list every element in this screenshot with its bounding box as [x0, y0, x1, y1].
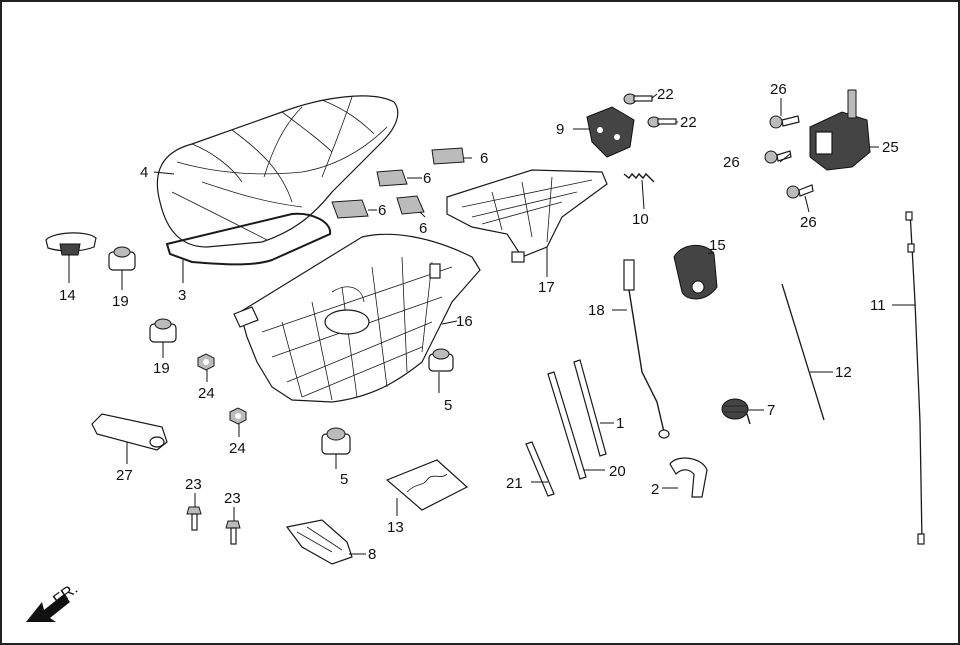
helmet-box [233, 233, 481, 403]
leader-lines [68, 93, 915, 555]
callout-24b: 24 [229, 440, 246, 457]
callout-4: 4 [140, 164, 148, 181]
nut-24a [197, 353, 215, 371]
callout-6b: 6 [423, 170, 431, 187]
callout-22b: 22 [680, 114, 697, 131]
pad-6a [431, 147, 465, 165]
seat-lock-catch [586, 106, 635, 158]
cable-11 [905, 211, 925, 545]
callout-15: 15 [709, 237, 726, 254]
front-direction-indicator: FR. [26, 580, 81, 622]
callout-19a: 19 [112, 293, 129, 310]
callout-6a: 6 [480, 150, 488, 167]
callout-13: 13 [387, 519, 404, 536]
pad-6c [331, 199, 369, 219]
callout-18: 18 [588, 302, 605, 319]
pad-6d [396, 195, 425, 215]
callout-1: 1 [616, 415, 624, 432]
lock-cover-15 [673, 244, 718, 300]
screw-26b [764, 150, 792, 164]
callout-7: 7 [767, 402, 775, 419]
callout-23a: 23 [185, 476, 202, 493]
hook-14 [45, 232, 97, 256]
rod-21 [525, 441, 555, 497]
cable-18 [623, 259, 670, 439]
seat-gasket [165, 212, 332, 266]
bumper-19a [108, 246, 136, 271]
callout-26c: 26 [800, 214, 817, 231]
bumper-5b [321, 427, 351, 455]
callout-26a: 26 [770, 81, 787, 98]
callout-22a: 22 [657, 86, 674, 103]
manual-13 [385, 459, 469, 511]
bracket-27 [91, 413, 168, 451]
callout-3: 3 [178, 287, 186, 304]
spring-7 [721, 398, 751, 425]
callout-27: 27 [116, 467, 133, 484]
callout-14: 14 [59, 287, 76, 304]
arrow-down-left-icon [26, 594, 70, 622]
screw-26a [769, 115, 800, 129]
callout-12: 12 [835, 364, 852, 381]
callout-6d: 6 [419, 220, 427, 237]
bolt-23b [225, 520, 241, 545]
bolt-23a [186, 506, 202, 531]
callout-20: 20 [609, 463, 626, 480]
callout-17: 17 [538, 279, 555, 296]
bumper-19b [149, 318, 177, 343]
bumper-5a [428, 348, 454, 372]
bolt-22b [647, 116, 677, 128]
rod-1 [573, 359, 607, 457]
callout-23b: 23 [224, 490, 241, 507]
seat [156, 95, 399, 248]
callout-9: 9 [556, 121, 564, 138]
bolt-22a [623, 93, 653, 105]
pad-6b [376, 169, 408, 187]
wire-12 [781, 283, 825, 421]
callout-11: 11 [870, 297, 886, 314]
callout-6c: 6 [378, 202, 386, 219]
callout-5b: 5 [340, 471, 348, 488]
callout-5a: 5 [444, 397, 452, 414]
callout-21: 21 [506, 475, 523, 492]
callout-10: 10 [632, 211, 649, 228]
rod-20 [547, 371, 587, 480]
callout-24a: 24 [198, 385, 215, 402]
screw-26c [786, 184, 814, 199]
seat-lock-assembly [809, 89, 871, 171]
callout-labels: 1 2 3 4 5 5 6 6 6 6 7 8 9 10 11 12 13 14… [59, 81, 899, 563]
clamp-2 [669, 457, 708, 498]
latch-plate-8 [285, 519, 353, 565]
seat-bracket-plate [446, 169, 608, 263]
spring-10 [623, 172, 655, 183]
callout-26b: 26 [723, 154, 740, 171]
callout-2: 2 [651, 481, 659, 498]
callout-19b: 19 [153, 360, 170, 377]
nut-24b [229, 407, 247, 425]
callout-16: 16 [456, 313, 473, 330]
callout-25: 25 [882, 139, 899, 156]
callout-8: 8 [368, 546, 376, 563]
